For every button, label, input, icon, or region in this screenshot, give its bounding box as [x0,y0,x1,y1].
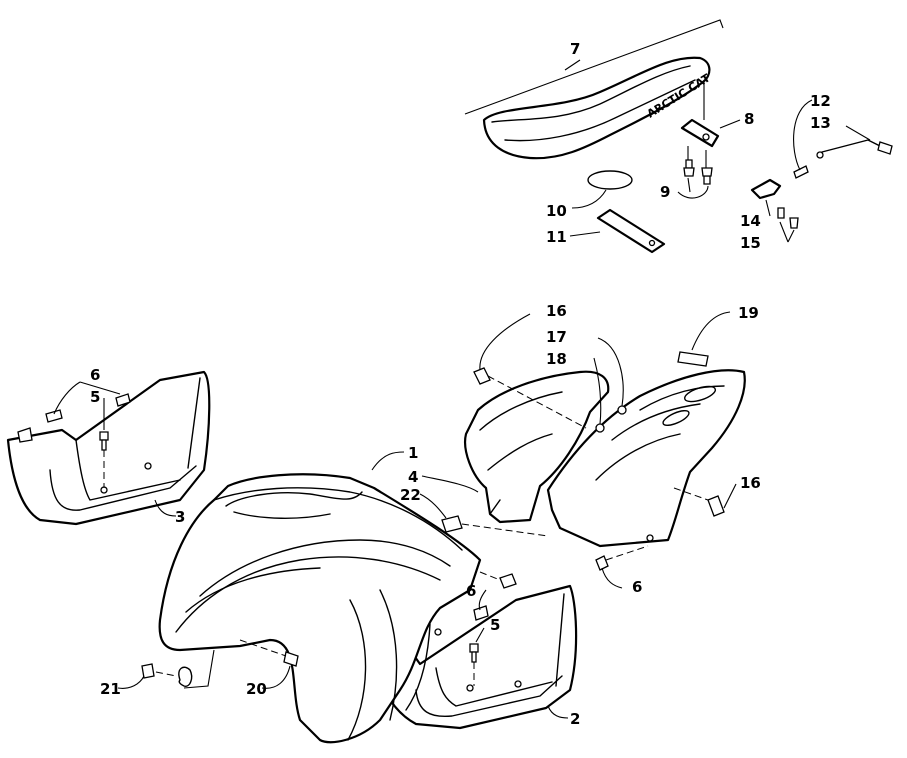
callout-14: 14 [740,212,761,230]
callout-8: 8 [744,110,754,128]
callout-5-topleft: 5 [90,388,100,406]
callout-18: 18 [546,350,567,368]
screws-15 [777,207,799,243]
left-footwell [6,370,211,526]
callout-22: 22 [400,486,421,504]
bracket-14 [750,178,782,217]
callout-12: 12 [810,92,831,110]
callout-6-middle: 6 [466,582,476,600]
callout-15: 15 [740,234,761,252]
callout-13: 13 [810,114,831,132]
rear-fender-panel [546,311,746,548]
callout-20: 20 [246,680,267,698]
o-ring [571,170,633,209]
callout-3: 3 [175,508,185,526]
rear-fender-inner [421,370,610,524]
callout-19: 19 [738,304,759,322]
callout-16-upper: 16 [546,302,567,320]
callout-7: 7 [570,40,580,58]
seat-cable [793,99,893,179]
callout-1: 1 [408,444,418,462]
callout-6-topleft: 6 [90,366,100,384]
callout-21: 21 [100,680,121,698]
seat: ARCTIC CAT [464,19,724,160]
callout-5-middle: 5 [490,616,500,634]
hardware [45,313,737,689]
callout-10: 10 [546,202,567,220]
callout-17: 17 [546,328,567,346]
callout-2: 2 [570,710,580,728]
front-fender [158,451,482,744]
callout-4: 4 [408,468,418,486]
callout-labels: 7 8 9 10 11 12 13 14 15 16 17 18 19 16 6… [90,40,831,728]
callout-16-right: 16 [740,474,761,492]
callout-11: 11 [546,228,567,246]
plate [569,208,666,254]
callout-6-right: 6 [632,578,642,596]
callout-9: 9 [660,183,670,201]
screws-9 [677,146,713,199]
seat-latch [680,80,741,148]
